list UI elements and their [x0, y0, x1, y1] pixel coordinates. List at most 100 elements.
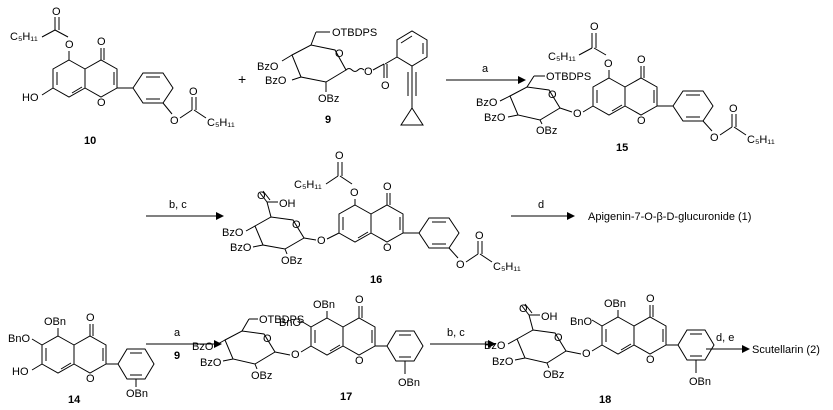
obn-label: OBn — [604, 298, 626, 310]
carbonyl-o-label: O — [335, 150, 344, 162]
compound-label-15: 15 — [616, 142, 628, 154]
otbdps-label: OTBDPS — [332, 27, 377, 39]
product-1-label: Apigenin-7-O-β-D-glucuronide (1) — [588, 211, 751, 223]
compound-14-structure: OBn O O BnO HO OBn — [8, 312, 155, 400]
obz-label: OBz — [536, 125, 557, 137]
c5h11-label: C₅H₁₁ — [747, 134, 775, 146]
condition-5: b, c — [447, 327, 465, 339]
compound-label-9: 9 — [325, 114, 331, 126]
bzo-label: BzO — [222, 227, 244, 239]
carbonyl-o-label: O — [52, 6, 61, 18]
oh-label: OH — [279, 198, 296, 210]
obn-label: OBn — [398, 377, 420, 389]
compound-15-structure: C₅H₁₁ O O O O O OTBDPS O BzO BzO OBz — [476, 21, 775, 146]
ester-carbonyl-o-label: O — [381, 80, 390, 92]
c4-carbonyl-o-label: O — [355, 294, 364, 306]
bzo-label: BzO — [484, 112, 506, 124]
compound-label-17: 17 — [340, 391, 352, 403]
obz-label: OBz — [251, 370, 272, 382]
aryl-carbonyl-o-label: O — [729, 103, 738, 115]
c5h11-label: C₅H₁₁ — [493, 261, 521, 273]
carbonyl-o-label: O — [590, 21, 599, 33]
obn-label: OBn — [126, 388, 148, 400]
c5h11-label: C₅H₁₁ — [294, 179, 322, 191]
aryl-ester-o-label: O — [710, 132, 719, 144]
bno-label: BnO — [570, 316, 592, 328]
ring-o-label: O — [637, 115, 646, 127]
condition-3: d — [538, 199, 544, 211]
bno-label: BnO — [8, 333, 30, 345]
product-2-label: Scutellarin (2) — [752, 344, 820, 356]
sugar-ring-o-label: O — [554, 332, 563, 344]
arrowhead — [742, 345, 750, 353]
glycosidic-o-label: O — [582, 348, 591, 360]
compound-16-structure: C₅H₁₁ O O O O O O OH O BzO BzO OBz — [222, 150, 521, 273]
compound-10-structure: C₅H₁₁ O O O O HO O O C₅H₁₁ — [10, 6, 235, 129]
bno-label: BnO — [279, 317, 301, 329]
c5h11-label: C₅H₁₁ — [207, 117, 235, 129]
compound-label-10: 10 — [84, 135, 96, 147]
ring-o-label: O — [383, 242, 392, 254]
arrowhead — [216, 212, 224, 220]
obz-label: OBz — [543, 369, 564, 381]
bzo-label: BzO — [230, 242, 252, 254]
ho-label: HO — [22, 92, 39, 104]
obn-label: OBn — [313, 299, 335, 311]
c5h11-label: C₅H₁₁ — [548, 51, 576, 63]
acid-carbonyl-o-label: O — [257, 190, 266, 202]
ring-o-label: O — [335, 48, 344, 60]
otbdps-label: OTBDPS — [259, 314, 304, 326]
arrowhead — [567, 212, 575, 220]
bzo-label: BzO — [476, 97, 498, 109]
compound-label-14: 14 — [68, 394, 81, 406]
sugar-ring-o-label: O — [263, 333, 272, 345]
bzo-label: BzO — [257, 61, 279, 73]
condition-4-top: a — [174, 327, 181, 339]
aryl-ester-o-label: O — [170, 115, 179, 127]
bzo-label: BzO — [265, 75, 287, 87]
otbdps-label: OTBDPS — [546, 71, 591, 83]
obz-label: OBz — [281, 255, 302, 267]
obn-label: OBn — [44, 316, 66, 328]
ester-o-label: O — [604, 58, 613, 70]
obn-label: OBn — [689, 376, 711, 388]
ring-o-label: O — [646, 354, 655, 366]
bzo-label: BzO — [200, 357, 222, 369]
ring-o-label: O — [355, 355, 364, 367]
condition-2: b, c — [169, 199, 187, 211]
arrowhead — [488, 340, 496, 348]
condition-4-bottom: 9 — [174, 350, 180, 362]
arrowhead — [518, 76, 526, 84]
ester-o-label: O — [65, 39, 74, 51]
bzo-label: BzO — [484, 340, 506, 352]
glycosidic-o-label: O — [291, 349, 300, 361]
c4-carbonyl-o-label: O — [383, 181, 392, 193]
glycosidic-o-label: O — [573, 108, 582, 120]
glycosidic-o-label: O — [317, 235, 326, 247]
ring-o-label: O — [97, 97, 106, 109]
ring-o-label: O — [86, 373, 95, 385]
c4-carbonyl-o-label: O — [646, 293, 655, 305]
acid-carbonyl-o-label: O — [519, 303, 528, 315]
compound-18-structure: OBn O O BnO O O OH O BzO BzO OBz — [484, 293, 715, 388]
ester-o-label: O — [350, 187, 359, 199]
compound-9-structure: OTBDPS O BzO BzO OBz O O — [257, 27, 428, 126]
c4-carbonyl-o-label: O — [637, 54, 646, 66]
aryl-carbonyl-o-label: O — [189, 86, 198, 98]
ho-label: HO — [12, 366, 29, 378]
sugar-ring-o-label: O — [548, 89, 557, 101]
plus-sign: + — [238, 71, 246, 87]
compound-label-18: 18 — [599, 394, 611, 406]
condition-6: d, e — [716, 332, 734, 344]
anomeric-o-label: O — [364, 66, 373, 78]
oh-label: OH — [541, 311, 558, 323]
bzo-label: BzO — [192, 341, 214, 353]
c4-carbonyl-o-label: O — [86, 312, 95, 324]
condition-1: a — [482, 63, 489, 75]
aryl-carbonyl-o-label: O — [475, 230, 484, 242]
c5h11-label: C₅H₁₁ — [10, 31, 38, 43]
c4-carbonyl-o-label: O — [97, 36, 106, 48]
bzo-label: BzO — [492, 356, 514, 368]
compound-label-16: 16 — [370, 274, 382, 286]
